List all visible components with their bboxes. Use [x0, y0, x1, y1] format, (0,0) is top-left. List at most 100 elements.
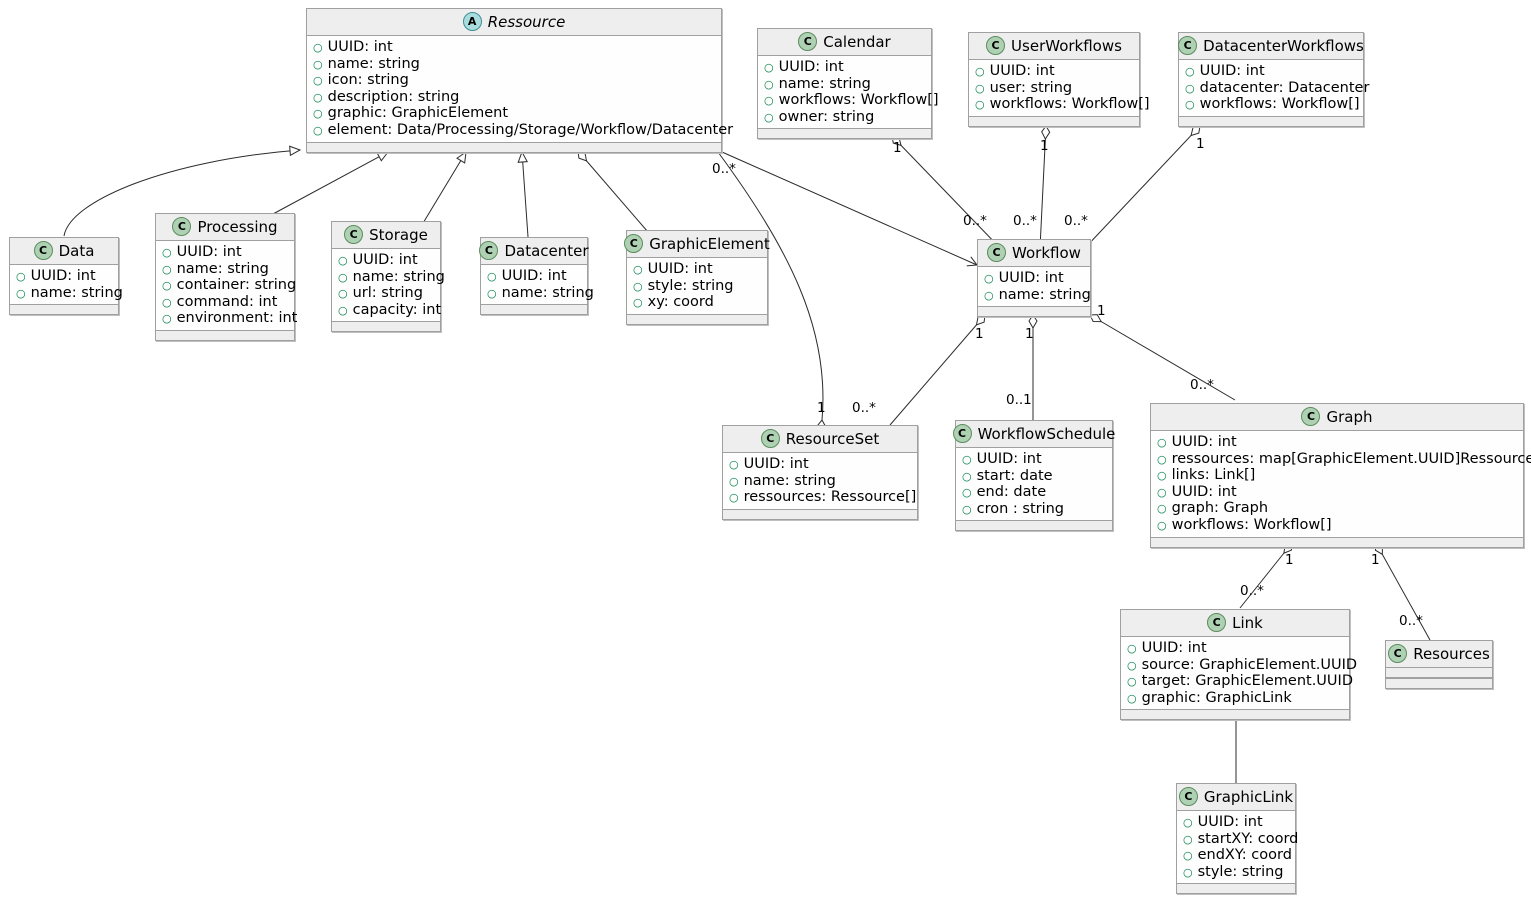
- visibility-public-icon: ○: [1157, 452, 1167, 466]
- visibility-public-icon: ○: [962, 502, 972, 516]
- attribute-row: ○name: string: [313, 55, 420, 72]
- visibility-public-icon: ○: [633, 279, 643, 293]
- class-attributes-resources: [1386, 668, 1492, 678]
- class-graphiclink[interactable]: C GraphicLink ○UUID: int ○startXY: coord…: [1176, 783, 1298, 895]
- attribute-row: ○datacenter: Datacenter: [1185, 79, 1370, 96]
- class-header-graphicelement: C GraphicElement: [624, 231, 770, 258]
- class-attributes-workflow: ○UUID: int ○name: string: [978, 267, 1091, 306]
- attribute-row: ○graphic: GraphicLink: [1127, 689, 1292, 706]
- class-icon: C: [798, 32, 818, 51]
- class-workflow[interactable]: C Workflow ○UUID: int ○name: string: [977, 239, 1091, 318]
- class-header-datacenterworkflows: C DatacenterWorkflows: [1178, 33, 1364, 60]
- edge-calendar-workflow: [891, 135, 1001, 249]
- visibility-public-icon: ○: [1183, 865, 1193, 879]
- edge-datacenterworkflows-workflow: [1084, 125, 1201, 249]
- attribute-row: ○UUID: int: [16, 268, 96, 284]
- visibility-public-icon: ○: [162, 279, 172, 293]
- class-ressource[interactable]: A Ressource ○UUID: int ○name: string ○ic…: [306, 8, 733, 153]
- class-header-storage: C Storage: [332, 222, 440, 249]
- attribute-row: ○UUID: int: [338, 252, 418, 268]
- class-header-calendar: C Calendar: [758, 29, 931, 56]
- visibility-public-icon: ○: [313, 90, 323, 104]
- visibility-public-icon: ○: [162, 262, 172, 276]
- attribute-row: ○links: Link[]: [1157, 467, 1256, 484]
- attribute-row: ○workflows: Workflow[]: [764, 92, 939, 109]
- edge-workflow-resourceset: [889, 314, 986, 426]
- attribute-row: ○name: string: [338, 268, 445, 285]
- class-attributes-userworkflows: ○UUID: int ○user: string ○workflows: Wor…: [969, 60, 1150, 116]
- visibility-public-icon: ○: [1127, 675, 1137, 689]
- class-link[interactable]: C Link ○UUID: int ○source: GraphicElemen…: [1120, 609, 1357, 721]
- class-footer: [978, 306, 1090, 317]
- class-footer: [481, 304, 587, 315]
- visibility-public-icon: ○: [487, 286, 497, 300]
- class-resources[interactable]: C Resources: [1385, 640, 1493, 689]
- class-footer: [1177, 883, 1295, 894]
- class-attributes-datacenterworkflows: ○UUID: int ○datacenter: Datacenter ○work…: [1179, 60, 1370, 116]
- class-icon: C: [1178, 36, 1198, 55]
- visibility-public-icon: ○: [338, 254, 348, 267]
- visibility-public-icon: ○: [962, 486, 972, 500]
- class-datacenter[interactable]: C Datacenter ○UUID: int ○name: string: [479, 237, 594, 316]
- multiplicity-ressource-workflow: 0..*: [712, 161, 736, 177]
- class-datacenterworkflows[interactable]: C DatacenterWorkflows ○UUID: int ○datace…: [1178, 32, 1370, 127]
- multiplicity-datacenterworkflows-workflow-source: 1: [1196, 136, 1205, 152]
- class-header-link: C Link: [1121, 610, 1349, 637]
- class-header-userworkflows: C UserWorkflows: [969, 33, 1139, 60]
- visibility-public-icon: ○: [1185, 98, 1195, 112]
- class-workflowschedule[interactable]: C WorkflowSchedule ○UUID: int ○start: da…: [952, 420, 1115, 532]
- multiplicity-resources-target: 0..*: [1399, 613, 1423, 629]
- visibility-public-icon: ○: [984, 288, 994, 302]
- attribute-row: ○name: string: [729, 472, 836, 489]
- attribute-row: ○UUID: int: [764, 59, 844, 75]
- class-footer: [332, 321, 440, 332]
- class-graphicelement[interactable]: C GraphicElement ○UUID: int ○style: stri…: [624, 230, 770, 325]
- class-header-datacenter: C Datacenter: [479, 238, 589, 265]
- class-header-processing: C Processing: [156, 214, 294, 241]
- visibility-public-icon: ○: [764, 110, 774, 124]
- class-footer: [969, 115, 1139, 126]
- class-title: Calendar: [823, 32, 891, 51]
- multiplicity-graph-target: 0..*: [1190, 377, 1214, 393]
- class-graph[interactable]: C Graph ○UUID: int ○ressources: map[Grap…: [1150, 403, 1531, 548]
- attribute-row: ○UUID: int: [1127, 640, 1207, 656]
- attribute-row: ○url: string: [338, 285, 423, 302]
- visibility-public-icon: ○: [1157, 518, 1167, 532]
- class-calendar[interactable]: C Calendar ○UUID: int ○name: string ○wor…: [757, 28, 939, 140]
- visibility-public-icon: ○: [764, 61, 774, 74]
- visibility-public-icon: ○: [16, 286, 26, 300]
- class-processing[interactable]: C Processing ○UUID: int ○name: string ○c…: [155, 213, 297, 341]
- attribute-row: ○cron : string: [962, 500, 1065, 517]
- class-icon: C: [952, 424, 972, 443]
- class-data[interactable]: C Data ○UUID: int ○name: string: [9, 237, 123, 316]
- class-icon: C: [986, 36, 1006, 55]
- visibility-public-icon: ○: [1183, 816, 1193, 829]
- visibility-public-icon: ○: [764, 77, 774, 91]
- class-storage[interactable]: C Storage ○UUID: int ○name: string ○url:…: [331, 221, 445, 333]
- visibility-public-icon: ○: [729, 458, 739, 471]
- class-resourceset[interactable]: C ResourceSet ○UUID: int ○name: string ○…: [722, 425, 918, 520]
- class-title: Processing: [197, 217, 278, 236]
- multiplicity-workflow-from-datacenterworkflows: 0..*: [1064, 213, 1088, 229]
- attribute-row: ○style: string: [1183, 863, 1284, 880]
- class-userworkflows[interactable]: C UserWorkflows ○UUID: int ○user: string…: [968, 32, 1150, 127]
- class-attributes-datacenter: ○UUID: int ○name: string: [481, 265, 594, 304]
- visibility-public-icon: ○: [16, 270, 26, 283]
- class-header-graphiclink: C GraphicLink: [1177, 784, 1295, 811]
- class-header-workflow: C Workflow: [978, 240, 1090, 267]
- class-icon: C: [1388, 644, 1408, 663]
- attribute-row: ○graph: Graph: [1157, 500, 1269, 517]
- attribute-row: ○name: string: [162, 260, 269, 277]
- visibility-public-icon: ○: [1185, 81, 1195, 95]
- visibility-public-icon: ○: [1185, 65, 1195, 78]
- visibility-public-icon: ○: [633, 296, 643, 310]
- class-attributes-graph: ○UUID: int ○ressources: map[GraphicEleme…: [1151, 431, 1531, 537]
- attribute-row: ○UUID: int: [633, 261, 713, 277]
- visibility-public-icon: ○: [633, 263, 643, 276]
- attribute-row: ○workflows: Workflow[]: [975, 96, 1150, 113]
- class-icon: C: [1178, 787, 1198, 806]
- class-header-graph: C Graph: [1151, 404, 1523, 431]
- attribute-row: ○description: string: [313, 88, 460, 105]
- class-footer: [956, 520, 1112, 531]
